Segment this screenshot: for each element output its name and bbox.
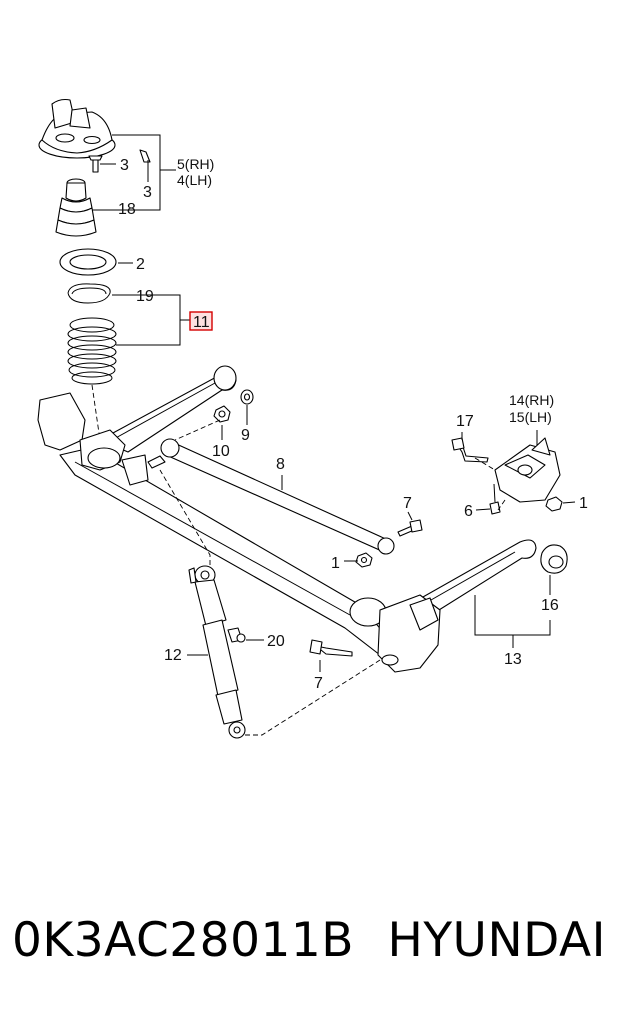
nut-1-upper	[545, 496, 563, 512]
nut-1-lower	[355, 552, 373, 568]
callout-2: 2	[136, 256, 145, 273]
bracket-14-15	[494, 437, 561, 503]
bolt-7-upper	[397, 519, 423, 537]
bolt17-dash	[474, 457, 496, 471]
callout-16: 16	[541, 597, 559, 614]
callout-11: 11	[193, 314, 210, 331]
callout-19: 19	[136, 288, 154, 305]
callout-3-left: 3	[120, 157, 129, 174]
callout-18: 18	[118, 201, 136, 218]
shock-axis-dash	[245, 659, 381, 736]
footer-caption: 0K3AC28011B HYUNDAI	[0, 905, 620, 985]
brand-name: HYUNDAI	[387, 913, 606, 968]
callout-13: 13	[504, 651, 522, 668]
callout-9: 9	[241, 427, 250, 444]
washer-9	[240, 389, 254, 405]
bolt-3-right	[139, 149, 151, 163]
highlight-box-11	[189, 311, 213, 331]
callout-7-upper: 7	[403, 495, 412, 512]
shock-absorber	[188, 565, 246, 739]
callout-5-rh: 5(RH)	[177, 156, 214, 172]
nut-dash	[174, 419, 221, 441]
bolt-3-left	[88, 155, 103, 173]
callout-1-upper: 1	[579, 495, 588, 512]
nut-10	[213, 405, 231, 423]
bump-stopper	[55, 178, 97, 237]
upper-spring-pad	[67, 283, 111, 304]
callout-14-rh: 14(RH)	[509, 392, 554, 408]
bolt-6	[489, 483, 501, 515]
callout-1-lower: 1	[331, 555, 340, 572]
callout-20: 20	[267, 633, 285, 650]
callout-4-lh: 4(LH)	[177, 172, 212, 188]
callout-15-lh: 15(LH)	[509, 409, 552, 425]
bolt-17	[451, 437, 489, 463]
shock-upper-dash	[159, 469, 211, 565]
callout-3-right: 3	[143, 184, 152, 201]
part-number: 0K3AC28011B	[12, 913, 355, 968]
callout-7-lower: 7	[314, 675, 323, 692]
spring-axis-dash	[91, 384, 101, 441]
spring-seat-ring	[59, 248, 117, 276]
callout-6: 6	[464, 503, 473, 520]
coil-spring	[67, 317, 117, 385]
torsion-axle-beam	[37, 365, 537, 673]
rear-suspension-diagram: 3 3 5(RH) 4(LH) 18 2 19 11 10 9 8 7 1 17…	[37, 98, 588, 739]
bolt-20	[227, 627, 246, 643]
callout-12: 12	[164, 647, 182, 664]
bushing-16	[540, 544, 568, 574]
callout-8: 8	[276, 456, 285, 473]
callout-17: 17	[456, 413, 474, 430]
callout-10: 10	[212, 443, 230, 460]
lateral-rod	[160, 438, 395, 555]
bolt-7-lower	[309, 639, 353, 657]
upper-spring-seat	[38, 98, 116, 159]
leader-lines	[92, 134, 576, 672]
bolt6-dash	[497, 499, 506, 511]
